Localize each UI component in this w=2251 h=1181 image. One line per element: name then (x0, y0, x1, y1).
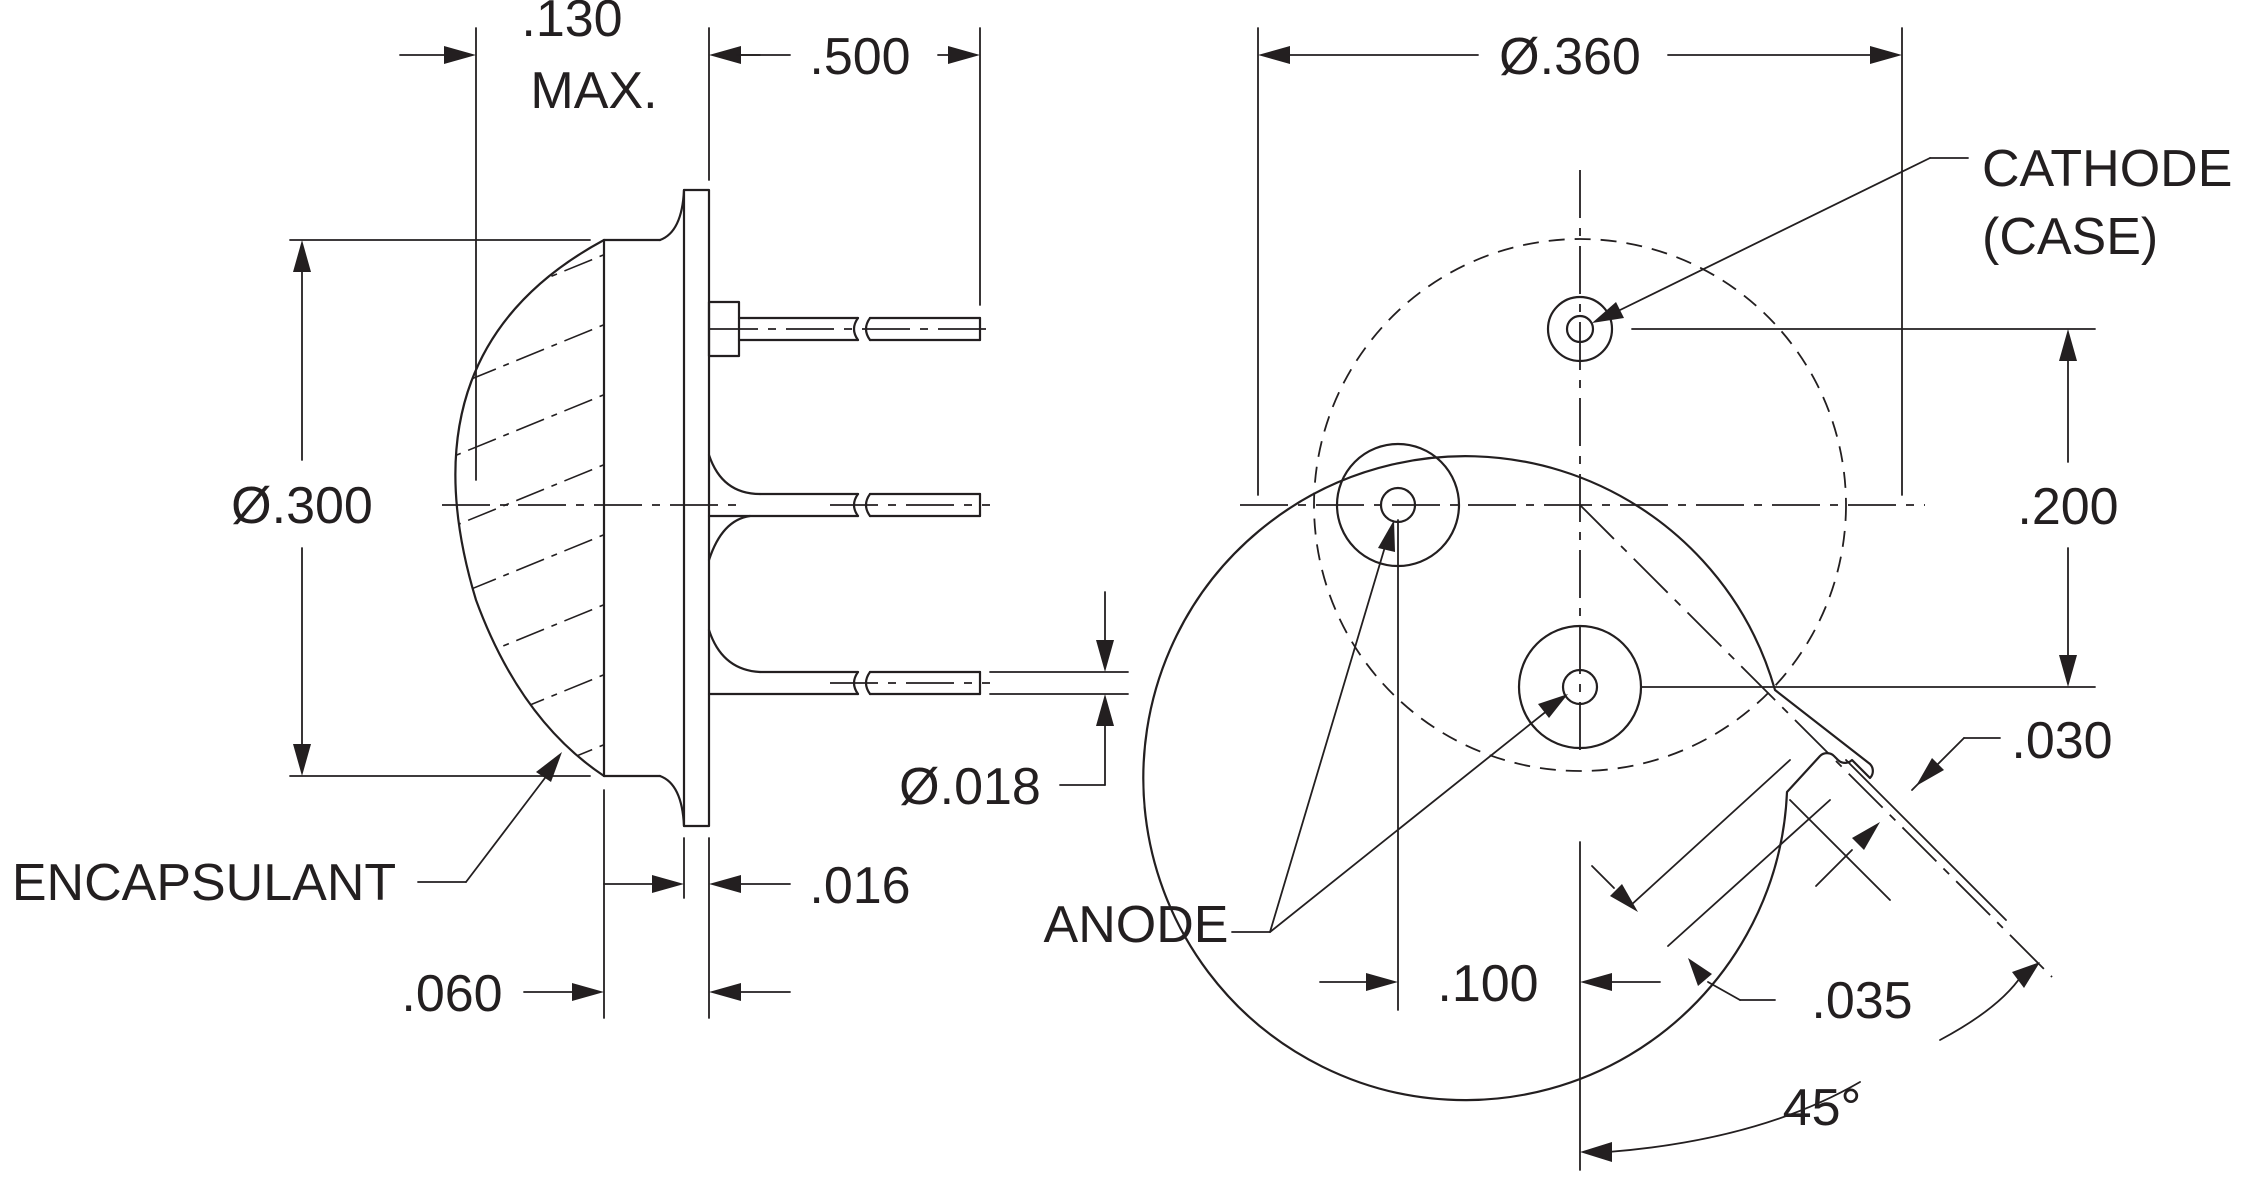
dim-lead-spacing: .200 (1631, 328, 2119, 688)
header-outline-hidden (1313, 238, 1847, 772)
callout-cathode-line2: (CASE) (1982, 208, 2158, 266)
encapsulant-hatching (455, 240, 604, 776)
dim-tab-width: .030 (1789, 712, 2113, 921)
encapsulant-dome (454, 238, 606, 778)
case-outline (1142, 455, 1874, 1102)
dim-base-thickness-label: .060 (401, 965, 502, 1023)
dim-body-thickness: .130 MAX. (399, 0, 761, 120)
end-view: Ø.360 CATHODE (CASE) .200 ANOD (1044, 27, 2232, 1171)
dim-tab-angle: 45° (1580, 962, 2040, 1162)
dim-flange-thickness-label: .016 (809, 857, 910, 915)
dim-body-thickness-note: MAX. (530, 62, 657, 120)
dim-lead-offset: .100 (1319, 519, 1661, 1171)
leads (707, 316, 982, 696)
callout-anode-label: ANODE (1044, 896, 1229, 954)
header-base (602, 188, 711, 828)
dim-tab-length-label: .035 (1811, 972, 1912, 1030)
dim-case-diameter-label: Ø.360 (1499, 28, 1641, 86)
dim-flange-thickness: .016 (603, 857, 911, 915)
dim-body-thickness-label: .130 (521, 0, 622, 48)
dim-lead-length-label: .500 (809, 28, 910, 86)
cathode-lead (1546, 295, 1614, 363)
dim-base-thickness: .060 (401, 965, 791, 1023)
dim-lead-length: .500 (736, 28, 980, 86)
dim-case-diameter: Ø.360 (1257, 27, 1903, 496)
dim-tab-length: .035 (1591, 759, 1913, 1030)
dim-lead-offset-label: .100 (1437, 955, 1538, 1013)
callout-encapsulant: ENCAPSULANT (12, 752, 562, 912)
dim-lead-diameter: Ø.018 (899, 591, 1114, 816)
dim-lead-diameter-label: Ø.018 (899, 758, 1041, 816)
dim-dome-diameter-label: Ø.300 (231, 477, 373, 535)
side-view: .130 MAX. .500 Ø.300 Ø.018 (12, 0, 1129, 1023)
tab-centerline-45 (1579, 504, 2053, 978)
dim-tab-angle-label: 45° (1783, 1079, 1862, 1137)
callout-anode: ANODE (1044, 520, 1568, 954)
dim-lead-spacing-label: .200 (2017, 478, 2118, 536)
callout-cathode-line1: CATHODE (1982, 140, 2232, 198)
callout-cathode: CATHODE (CASE) (1592, 140, 2232, 323)
dim-tab-width-label: .030 (2011, 712, 2112, 770)
callout-encapsulant-label: ENCAPSULANT (12, 854, 396, 912)
anode-lead-bottom (1517, 624, 1643, 750)
dim-dome-diameter: Ø.300 (231, 240, 373, 776)
